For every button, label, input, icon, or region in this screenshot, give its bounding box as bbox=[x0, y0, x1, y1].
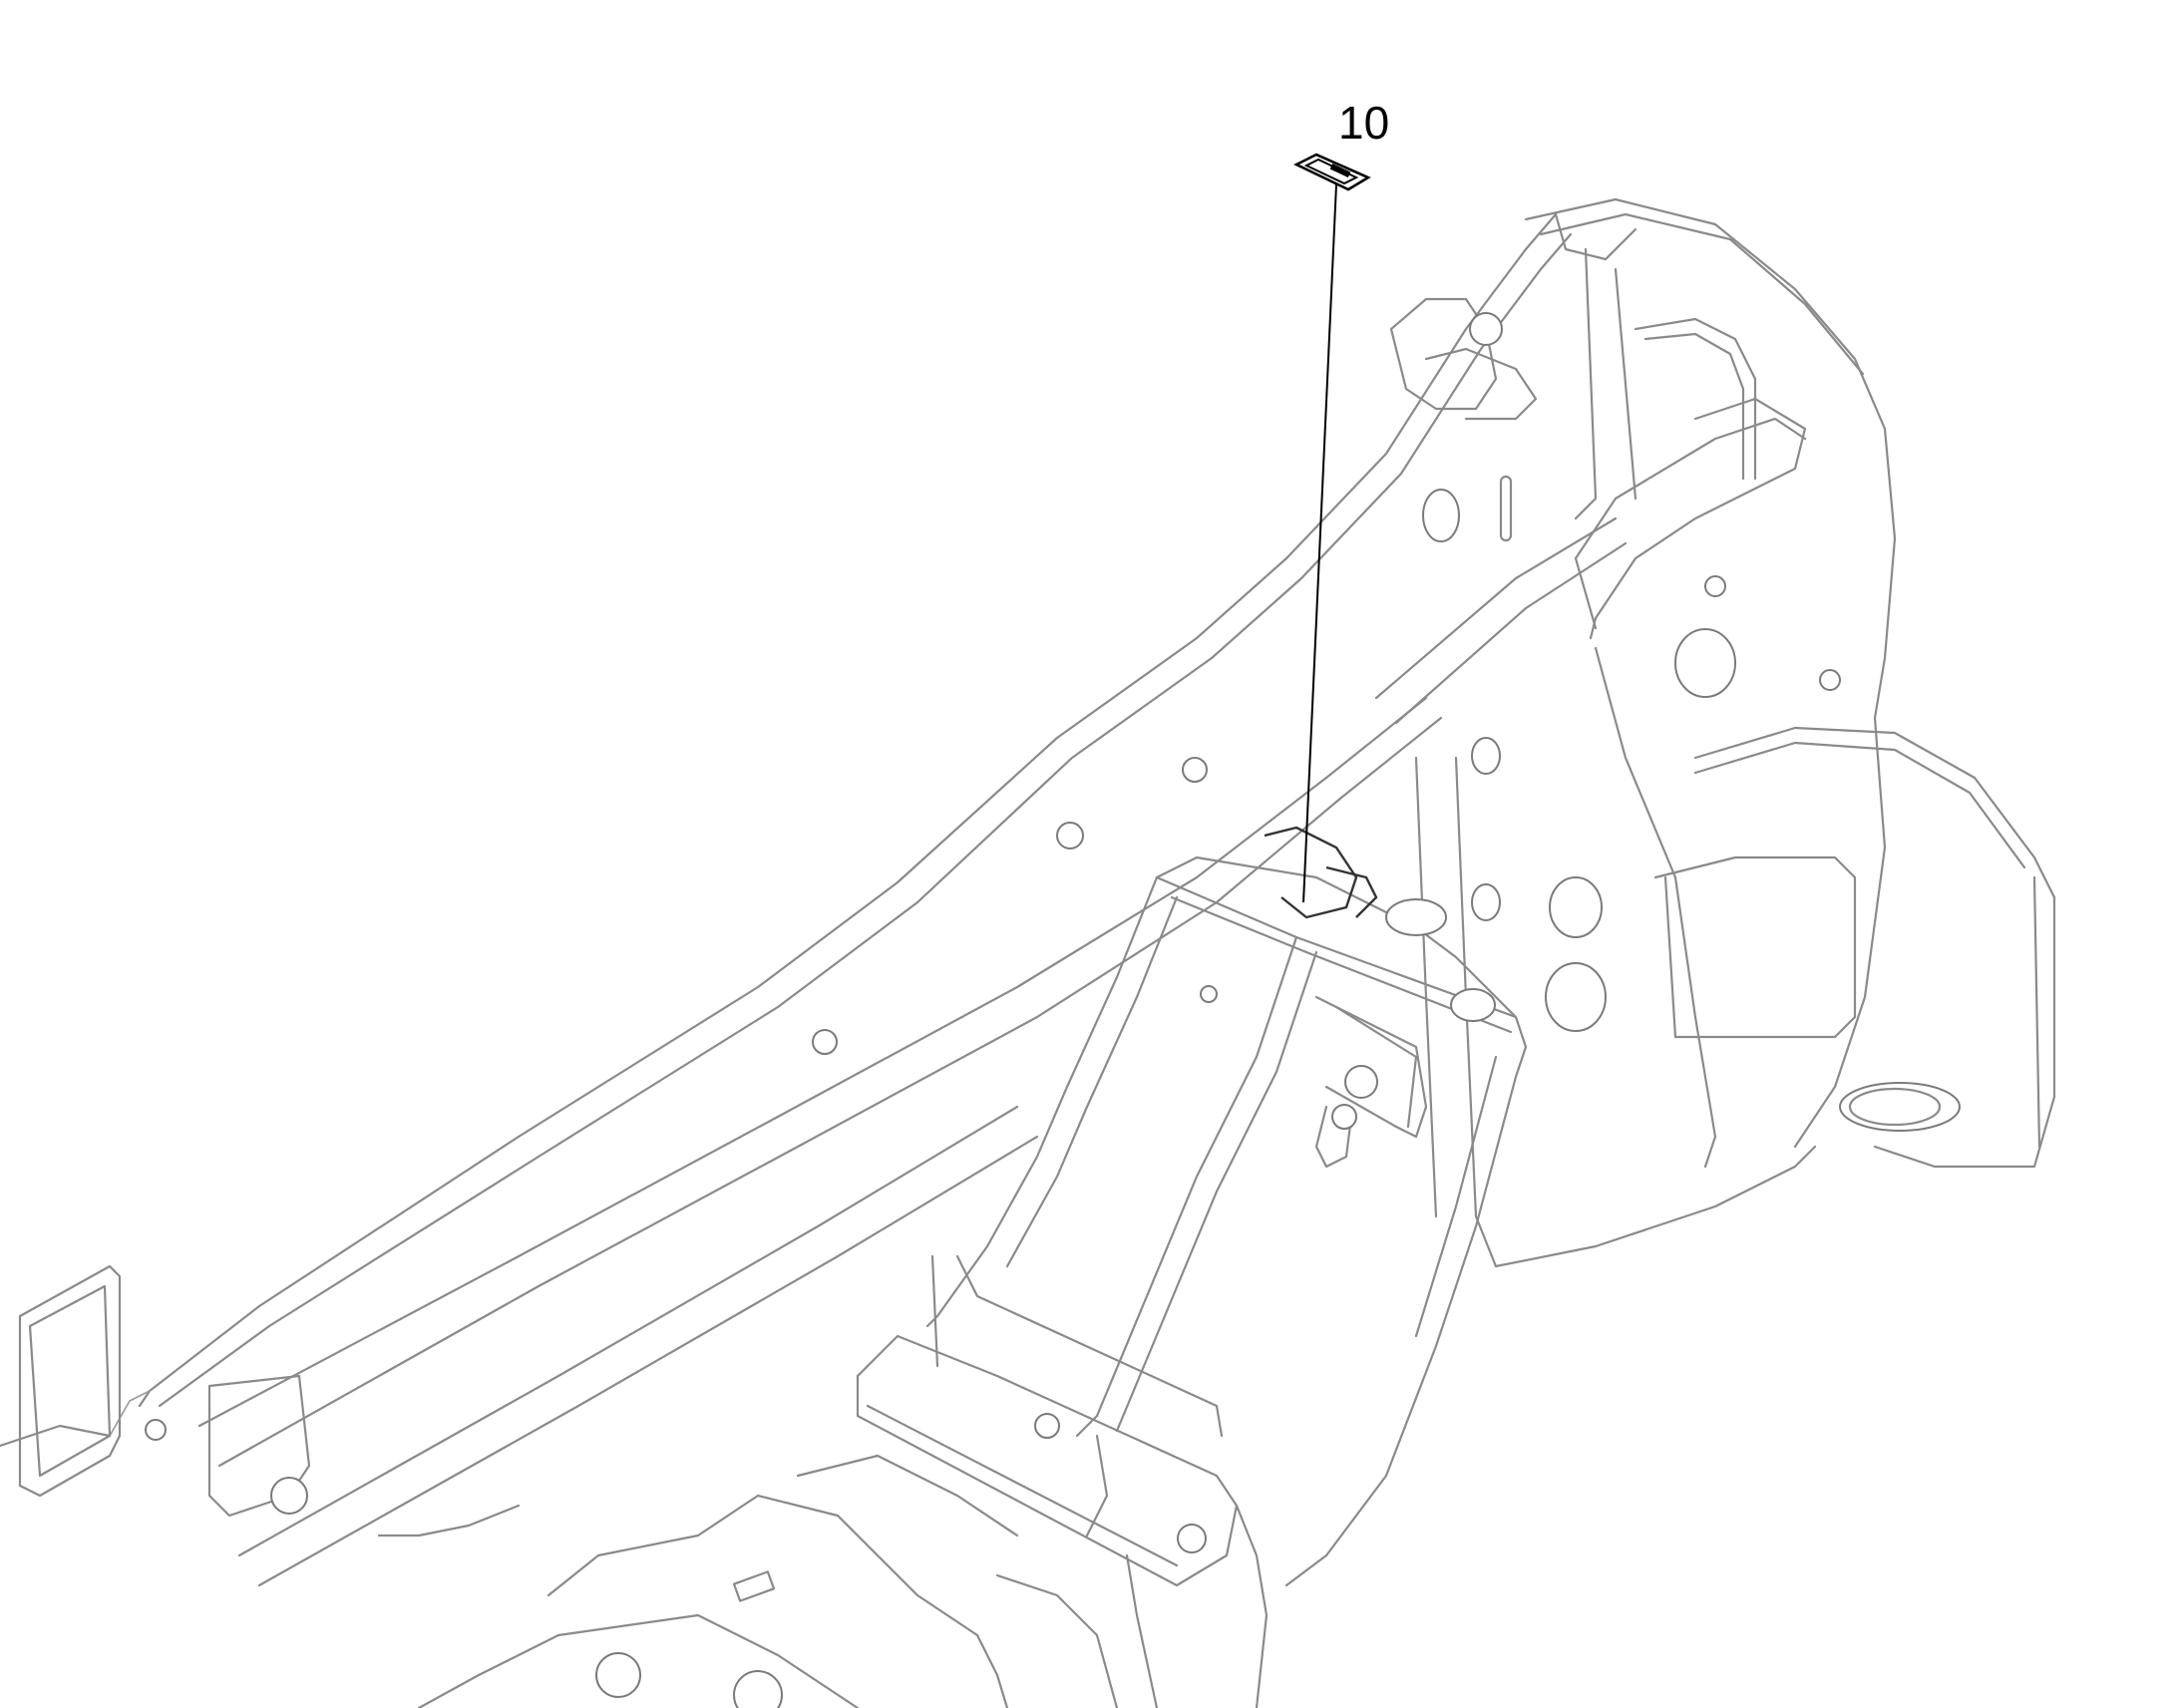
part-10-decal-icon bbox=[1293, 153, 1371, 191]
lower-floor bbox=[417, 1254, 1269, 1708]
callout-10-leader-line bbox=[1302, 183, 1337, 903]
frame-holes bbox=[145, 312, 1841, 1441]
side-bracket-arm bbox=[1653, 726, 2056, 1169]
frame-tower bbox=[1374, 197, 1897, 1268]
frame-side-rail bbox=[0, 212, 1573, 1587]
callout-label-10: 10 bbox=[1338, 97, 1390, 149]
left-pedal bbox=[18, 1264, 311, 1518]
